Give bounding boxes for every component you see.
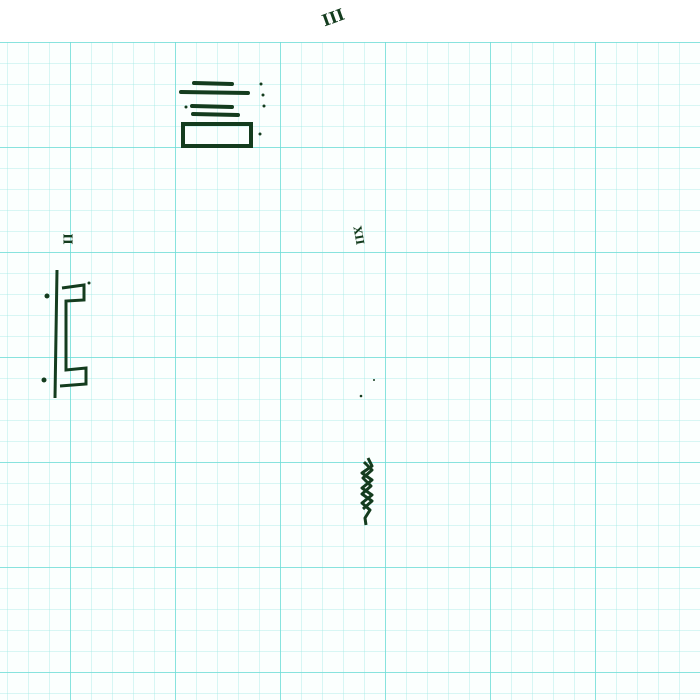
zigzag-drawing [360,457,374,526]
stacked-bars-drawing [179,81,253,148]
specks [184,82,375,398]
bracket-drawing [53,269,88,399]
graph-paper [0,42,700,700]
bracket-dots [41,281,91,383]
